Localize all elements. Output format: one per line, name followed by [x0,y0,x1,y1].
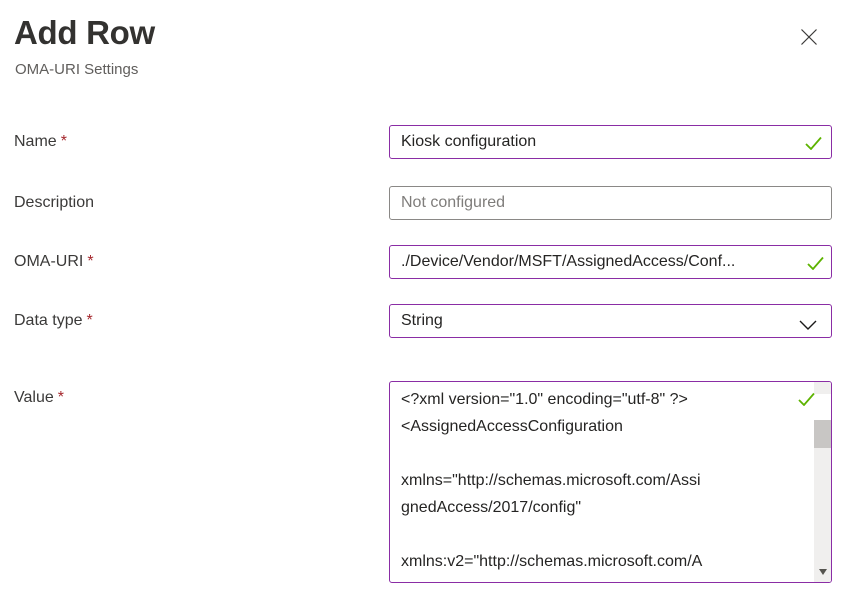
description-input[interactable] [390,187,831,219]
value-scrollbar-up-button[interactable] [814,394,831,420]
name-required-asterisk: * [60,133,67,150]
name-input[interactable] [390,126,831,158]
value-field-container: <?xml version="1.0" encoding="utf-8" ?> … [389,381,832,583]
data-type-label-text: Data type [14,312,83,329]
data-type-label: Data type* [14,311,93,331]
value-required-asterisk: * [57,389,64,406]
value-scrollbar-down-button[interactable] [814,564,831,580]
value-scrollbar-thumb[interactable] [814,420,831,448]
oma-uri-label-text: OMA-URI [14,253,84,270]
name-label-text: Name [14,133,57,150]
oma-uri-field-container [389,245,832,279]
data-type-selected-value: String [401,312,443,329]
chevron-down-icon [799,317,817,335]
name-field-container [389,125,832,159]
oma-uri-label: OMA-URI* [14,252,94,272]
description-label: Description [14,193,94,213]
page-title: Add Row [14,14,155,51]
value-label-text: Value [14,389,54,406]
value-textarea[interactable]: <?xml version="1.0" encoding="utf-8" ?> … [401,391,703,570]
data-type-required-asterisk: * [86,312,93,329]
name-label: Name* [14,132,67,152]
oma-uri-input[interactable] [390,246,831,278]
value-scrollbar-track[interactable] [814,382,831,582]
scroll-down-arrow-icon [818,569,827,575]
description-field-container [389,186,832,220]
oma-uri-required-asterisk: * [87,253,94,270]
close-button[interactable] [794,23,824,53]
value-label: Value* [14,388,64,408]
description-label-text: Description [14,194,95,211]
data-type-dropdown[interactable]: String [389,304,832,338]
page-subtitle: OMA-URI Settings [15,61,139,78]
close-icon [800,28,818,49]
